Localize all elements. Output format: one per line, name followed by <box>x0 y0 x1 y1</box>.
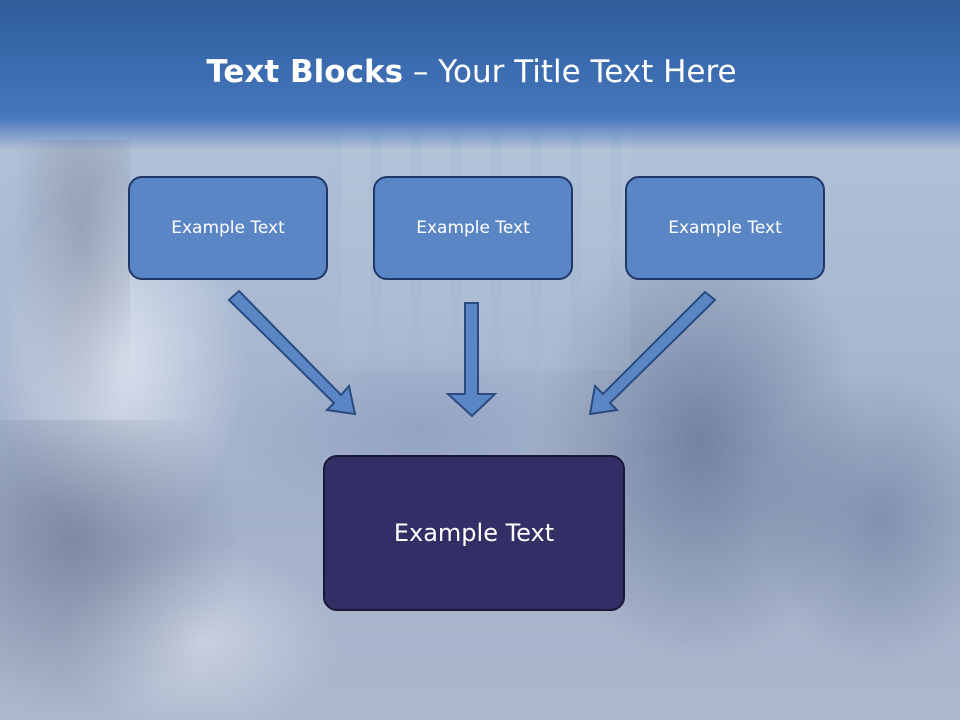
text-block-top-center[interactable]: Example Text <box>373 176 573 280</box>
text-block-top-right[interactable]: Example Text <box>625 176 825 280</box>
text-block-top-center-label: Example Text <box>416 218 530 238</box>
title-dash: – <box>403 54 439 90</box>
slide-title[interactable]: Text Blocks – Your Title Text Here <box>0 54 943 90</box>
text-block-top-left-label: Example Text <box>171 218 285 238</box>
text-block-main[interactable]: Example Text <box>323 455 625 611</box>
text-block-main-label: Example Text <box>393 519 555 547</box>
title-bar <box>0 0 960 150</box>
background-shadow-left <box>0 420 240 720</box>
text-block-top-right-label: Example Text <box>668 218 782 238</box>
background-figure-left <box>10 140 130 440</box>
text-block-top-left[interactable]: Example Text <box>128 176 328 280</box>
title-bold: Text Blocks <box>206 54 404 90</box>
title-rest: Your Title Text Here <box>438 54 737 90</box>
